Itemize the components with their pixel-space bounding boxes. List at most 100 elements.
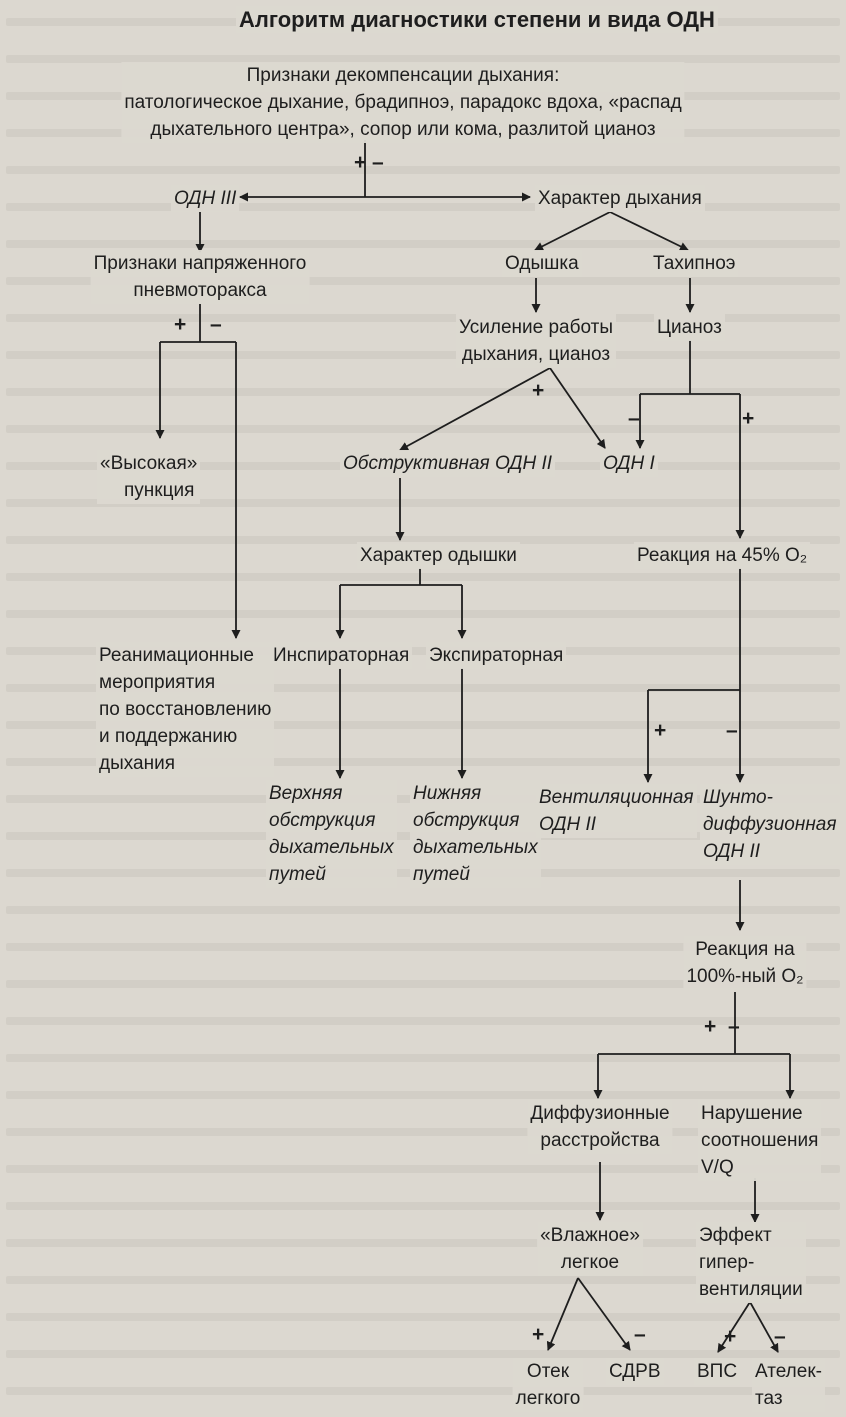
paper-texture-band: [6, 1017, 840, 1025]
node-line: «Влажное»: [540, 1225, 640, 1246]
node-tension-pneumothorax: Признаки напряженного пневмоторакса: [90, 250, 310, 304]
node-odn-iii: ОДН III: [171, 185, 240, 212]
node-line: Эффект: [699, 1225, 772, 1246]
node-line: 100%-ный O₂: [686, 966, 804, 987]
edge-work-obs: [399, 367, 551, 451]
node-ventilatory-odn-ii: Вентиляционная ОДН II: [536, 784, 697, 838]
node-line: вентиляции: [699, 1279, 803, 1300]
node-line: легкое: [560, 1252, 620, 1273]
paper-texture-band: [6, 203, 840, 211]
paper-texture-band: [6, 166, 840, 174]
node-line: Реанимационные: [99, 645, 254, 666]
node-pulmonary-edema: Отек легкого: [512, 1358, 584, 1412]
branch-sign: +: [532, 379, 545, 402]
paper-texture-band: [6, 277, 840, 285]
node-line: путей: [413, 864, 470, 885]
node-line: по восстановлению: [99, 699, 272, 720]
node-lower-obstruction: Нижняя обструкция дыхательных путей: [410, 780, 541, 888]
node-line: пневмоторакса: [133, 280, 267, 301]
node-line: диффузионная: [703, 814, 837, 835]
node-line: легкого: [515, 1388, 581, 1409]
node-line: таз: [755, 1388, 783, 1409]
node-line: дыхательных: [269, 837, 394, 858]
edge-wet-sdrv: [577, 1277, 631, 1351]
branch-sign: +: [354, 151, 367, 174]
node-line: дыхания, цианоз: [461, 344, 611, 365]
node-shunt-diffusion-odn-ii: Шунто- диффузионная ОДН II: [700, 784, 840, 865]
branch-sign: +: [174, 313, 187, 336]
node-line: и поддержанию: [99, 726, 238, 747]
branch-sign: +: [654, 719, 667, 742]
node-dyspnea-character: Характер одышки: [357, 542, 520, 569]
edge-work-odn1: [549, 367, 606, 449]
node-sdrv: СДРВ: [606, 1358, 664, 1385]
node-line: Нарушение: [701, 1103, 803, 1124]
node-line: путей: [269, 864, 326, 885]
paper-texture-band: [6, 1054, 840, 1062]
node-decompensation-signs: Признаки декомпенсации дыхания: патологи…: [121, 62, 685, 143]
node-line: Усиление работы: [458, 317, 614, 338]
paper-texture-band: [6, 351, 840, 359]
paper-texture-band: [6, 1276, 840, 1284]
paper-texture-band: [6, 1165, 840, 1173]
node-cyanosis: Цианоз: [654, 314, 725, 341]
paper-texture-band: [6, 1128, 840, 1136]
node-line: ОДН II: [539, 814, 597, 835]
node-line: дыхательного центра», сопор или кома, ра…: [150, 119, 656, 140]
paper-texture-band: [6, 55, 840, 63]
node-line: гипер-: [699, 1252, 755, 1273]
node-line: Реакция на: [695, 939, 795, 960]
paper-texture-band: [6, 573, 840, 581]
node-hyperventilation-effect: Эффект гипер- вентиляции: [696, 1222, 806, 1303]
diagram-title: Алгоритм диагностики степени и вида ОДН: [236, 6, 718, 33]
node-upper-obstruction: Верхняя обструкция дыхательных путей: [266, 780, 397, 888]
paper-texture-band: [6, 1313, 840, 1321]
node-odn-i: ОДН I: [600, 450, 658, 477]
node-line: V/Q: [701, 1157, 734, 1178]
node-line: Отек: [526, 1361, 570, 1382]
node-line: Признаки напряженного: [93, 253, 307, 274]
node-atelectasis: Ателек- таз: [752, 1358, 825, 1412]
node-inspiratory: Инспираторная: [270, 642, 413, 669]
edge-breath-tachy: [609, 211, 689, 251]
branch-sign: –: [726, 719, 738, 742]
node-line: Шунто-: [703, 787, 773, 808]
paper-texture-band: [6, 980, 840, 988]
node-line: Признаки декомпенсации дыхания:: [246, 65, 560, 86]
branch-sign: –: [774, 1325, 786, 1348]
node-increased-work: Усиление работы дыхания, цианоз: [455, 314, 617, 368]
node-line: Нижняя: [413, 783, 482, 804]
paper-texture-band: [6, 388, 840, 396]
node-line: Диффузионные: [530, 1103, 670, 1124]
paper-texture-band: [6, 240, 840, 248]
edge-breath-dyspnea: [534, 211, 611, 251]
branch-sign: –: [372, 151, 384, 174]
node-line: дыхания: [99, 753, 175, 774]
branch-sign: +: [704, 1015, 717, 1038]
branch-sign: –: [210, 313, 222, 336]
node-line: патологическое дыхание, брадипноэ, парад…: [124, 92, 682, 113]
edge-wet-edema: [546, 1277, 579, 1351]
node-dyspnea: Одышка: [502, 250, 582, 277]
branch-sign: –: [628, 407, 640, 430]
paper-texture-band: [6, 647, 840, 655]
paper-texture-band: [6, 906, 840, 914]
node-line: дыхательных: [413, 837, 538, 858]
paper-texture-band: [6, 536, 840, 544]
node-vps: ВПС: [694, 1358, 741, 1385]
paper-texture-band: [6, 1091, 840, 1099]
node-line: «Высокая»: [100, 453, 198, 474]
branch-sign: –: [634, 1323, 646, 1346]
node-line: пункция: [124, 480, 195, 501]
paper-texture-band: [6, 314, 840, 322]
branch-sign: +: [532, 1323, 545, 1346]
paper-texture-band: [6, 943, 840, 951]
node-reaction-o2-45: Реакция на 45% O₂: [634, 542, 811, 569]
node-diffusion-disorders: Диффузионные расстройства: [527, 1100, 673, 1154]
node-line: обструкция: [413, 810, 520, 831]
paper-texture-band: [6, 1202, 840, 1210]
paper-texture-band: [6, 425, 840, 433]
node-resuscitation: Реанимационные мероприятия по восстановл…: [96, 642, 275, 777]
node-wet-lung: «Влажное» легкое: [537, 1222, 643, 1276]
